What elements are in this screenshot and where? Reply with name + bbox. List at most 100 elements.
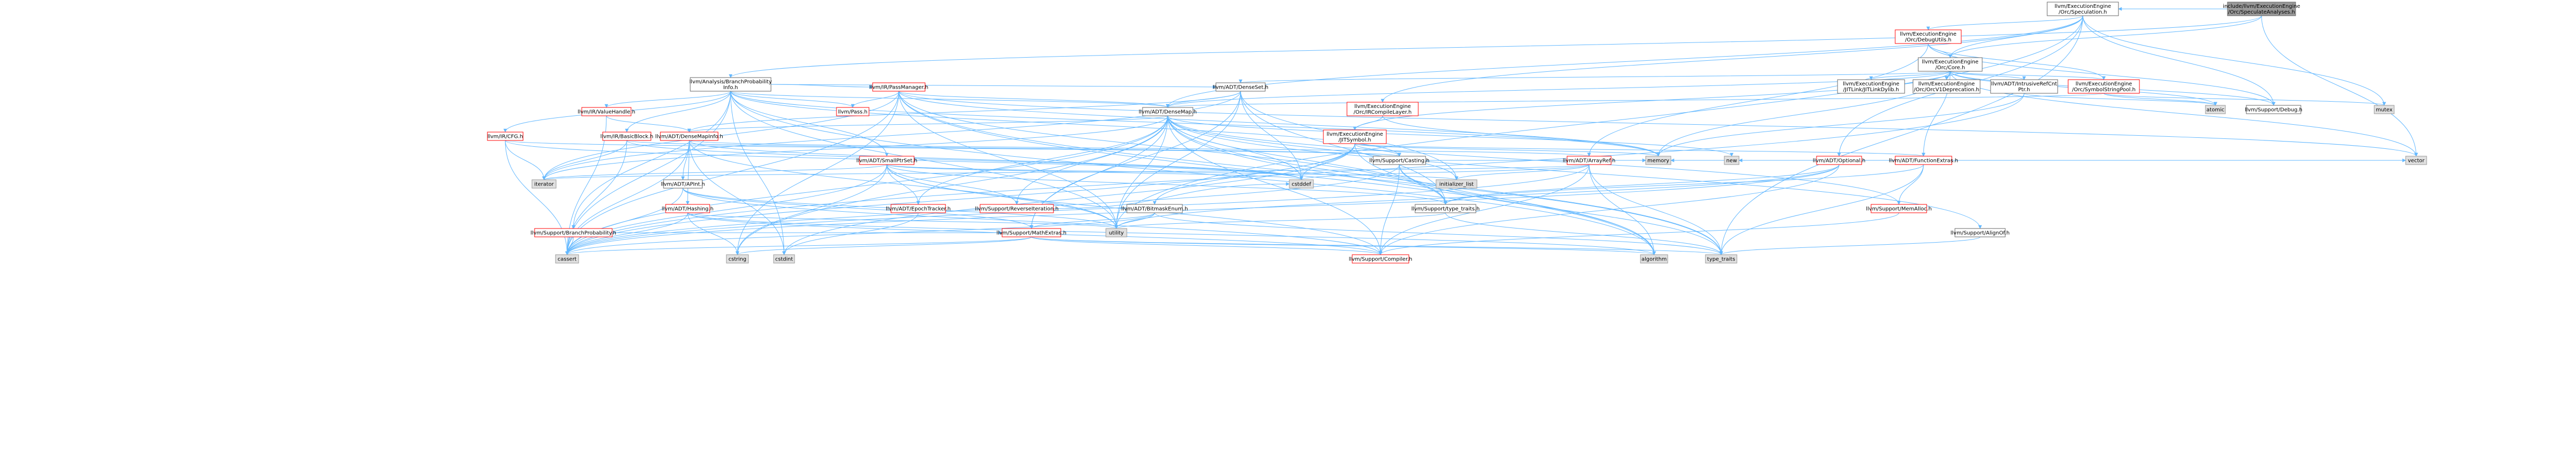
node-box-new [1724,156,1740,165]
node-apint[interactable]: llvm/ADT/APInt.h [661,179,705,189]
node-iterator[interactable]: iterator [531,179,557,189]
node-label-apint-0: llvm/ADT/APInt.h [661,182,705,188]
edge-orc_debugutils-to-symbolstringpool [1928,43,2106,80]
node-epochtracker[interactable]: llvm/ADT/EpochTracker.h [886,204,951,213]
node-optional[interactable]: llvm/ADT/Optional.h [1813,156,1865,165]
node-passmanager[interactable]: llvm/IR/PassManager.h [869,82,928,92]
node-branchprob[interactable]: llvm/Support/BranchProbability.h [530,228,616,237]
node-box-symbolstringpool [2068,79,2140,94]
node-root[interactable]: include/llvm/ExecutionEngine/Orc/Specula… [2223,2,2300,16]
node-memalloc[interactable]: llvm/Support/MemAlloc.h [1866,204,1932,213]
edge-orc_core-to-symbolstringpool [1950,71,2106,80]
edge-optional-to-cassert [565,164,1840,255]
node-alignof[interactable]: llvm/Support/AlignOf.h [1951,228,2010,237]
node-symbolstringpool[interactable]: llvm/ExecutionEngine/Orc/SymbolStringPoo… [2068,79,2140,94]
node-label-new-0: new [1726,158,1737,164]
node-arrayref[interactable]: llvm/ADT/ArrayRef.h [1563,156,1616,165]
node-jitsymbol[interactable]: llvm/ExecutionEngine/JITSymbol.h [1323,129,1387,144]
edge-passmanager-to-memory [898,91,1660,157]
node-box-valuehandle [581,107,632,116]
node-cstdint[interactable]: cstdint [773,254,795,264]
node-box-orc_speculation [2047,2,2119,16]
node-algorithm[interactable]: algorithm [1640,254,1668,264]
node-orc_debugutils[interactable]: llvm/ExecutionEngine/Orc/DebugUtils.h [1895,29,1962,44]
edge-memalloc-to-compiler [1378,212,1899,255]
edge-orc_core-to-memory [1656,71,1951,157]
node-cstring[interactable]: cstring [726,254,749,264]
node-hashing[interactable]: llvm/ADT/Hashing.h [662,204,714,213]
edge-hashing-to-algorithm [687,212,1656,255]
node-cstddef[interactable]: cstddef [1289,179,1314,189]
edge-reverseiteration-to-cstddef [1053,182,1290,209]
edge-densemap-to-iterator [542,115,1168,180]
node-box-memalloc [1871,204,1927,213]
edge-densemap-to-algorithm [1167,115,1656,255]
edge-densemap-to-cstddef [1167,115,1303,180]
node-box-jitlink_dylib [1837,79,1905,94]
edges-layer [503,7,2418,255]
node-orc_core[interactable]: llvm/ExecutionEngine/Orc/Core.h [1918,57,1983,72]
node-box-denseset [1215,82,1266,92]
node-orc_speculation[interactable]: llvm/ExecutionEngine/Orc/Speculation.h [2047,2,2119,16]
node-compiler[interactable]: llvm/Support/Compiler.h [1349,254,1412,264]
node-casting[interactable]: llvm/Support/Casting.h [1369,156,1430,165]
node-pass[interactable]: llvm/Pass.h [836,107,869,116]
node-ircompilelayer[interactable]: llvm/ExecutionEngine/Orc/IRCompileLayer.… [1346,102,1419,116]
edge-hashing-to-cassert [565,212,688,255]
node-initializer_list[interactable]: initializer_list [1436,179,1477,189]
node-densemap[interactable]: llvm/ADT/DenseMap.h [1139,107,1197,116]
node-label-branch_prob_info-0: llvm/Analysis/BranchProbability [689,79,771,85]
node-orcv1dep[interactable]: llvm/ExecutionEngine/Orc/OrcV1Deprecatio… [1912,79,1981,94]
node-jitlink_dylib[interactable]: llvm/ExecutionEngine/JITLink/JITLinkDyli… [1837,79,1905,94]
node-label-branchprob-0: llvm/Support/BranchProbability.h [530,231,616,236]
edge-jitsymbol-to-functionextras [1354,143,1925,157]
edge-root-to-orc_core [1948,15,2262,58]
node-smallptrset[interactable]: llvm/ADT/SmallPtrSet.h [856,156,917,165]
edge-hashing-to-utility [687,212,1118,229]
node-typetraits_support[interactable]: llvm/Support/type_traits.h [1411,204,1480,213]
edge-apint-to-compiler [682,188,1383,255]
edge-denseset-to-mathextras [1029,91,1241,229]
node-box-orc_debugutils [1895,29,1962,44]
node-mutex[interactable]: mutex [2374,105,2395,114]
node-label-cfg-0: llvm/IR/CFG.h [487,134,523,140]
node-cfg[interactable]: llvm/IR/CFG.h [487,132,524,141]
edge-orc_core-to-jitlink_dylib [1869,71,1951,80]
node-reverseiteration[interactable]: llvm/Support/ReverseIteration.h [975,204,1059,213]
edge-bitmaskenum-to-cassert [565,212,1155,255]
node-atomic[interactable]: atomic [2205,105,2226,114]
node-densemapinfo[interactable]: llvm/ADT/DenseMapInfo.h [655,132,723,141]
edge-arrayref-to-algorithm [1589,164,1656,255]
nodes-layer: include/llvm/ExecutionEngine/Orc/Specula… [487,2,2427,264]
node-type_traits[interactable]: type_traits [1705,254,1737,264]
edge-smallptrset-to-epochtracker [886,164,920,205]
node-functionextras[interactable]: llvm/ADT/FunctionExtras.h [1889,156,1958,165]
edge-smallptrset-to-iterator [542,164,887,180]
edge-orc_speculation-to-type_traits [1719,15,2083,255]
node-memory[interactable]: memory [1645,156,1671,165]
node-mathextras[interactable]: llvm/Support/MathExtras.h [996,228,1067,237]
node-debug[interactable]: llvm/Support/Debug.h [2245,105,2302,114]
edge-densemapinfo-to-hashing [686,140,690,205]
node-basicblock[interactable]: llvm/IR/BasicBlock.h [601,132,654,141]
node-label-passmanager-0: llvm/IR/PassManager.h [869,85,928,91]
edge-orc_speculation-to-orc_core [1948,15,2083,58]
node-valuehandle[interactable]: llvm/IR/ValueHandle.h [578,107,635,116]
node-denseset[interactable]: llvm/ADT/DenseSet.h [1213,82,1268,92]
node-cassert[interactable]: cassert [555,254,579,264]
edge-ircompilelayer-to-memory [1382,115,1660,157]
node-utility[interactable]: utility [1105,228,1127,237]
node-bitmaskenum[interactable]: llvm/ADT/BitmaskEnum.h [1121,204,1188,213]
edge-branch_prob_info-to-pass [730,91,855,108]
node-new[interactable]: new [1724,156,1740,165]
edge-branch_prob_info-to-cassert [565,91,731,255]
node-label-pass-0: llvm/Pass.h [838,110,867,115]
node-box-cstring [726,254,749,264]
node-label-alignof-0: llvm/Support/AlignOf.h [1951,231,2010,236]
node-box-alignof [1954,228,2006,237]
node-label-densemapinfo-0: llvm/ADT/DenseMapInfo.h [655,134,723,140]
node-vector[interactable]: vector [2405,156,2427,165]
